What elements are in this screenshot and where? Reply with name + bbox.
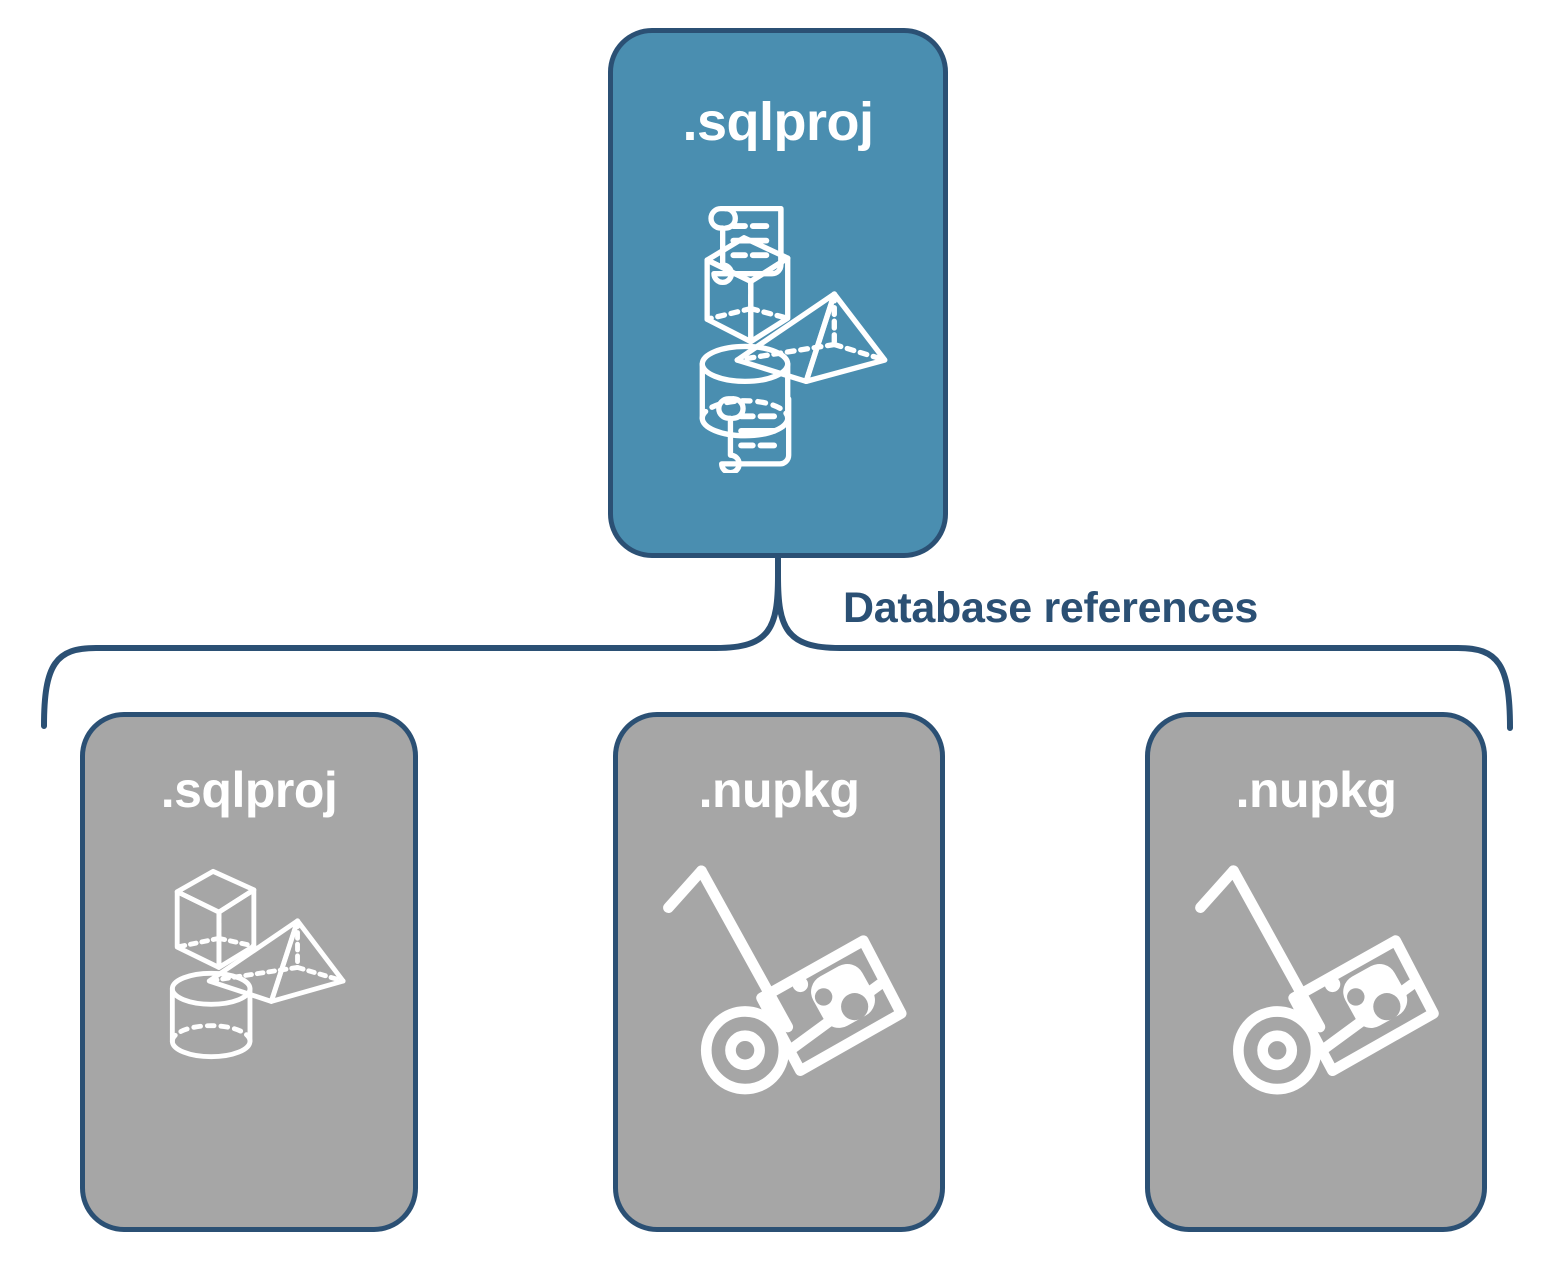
cube-icon [704,235,791,345]
node-child-nupkg-2[interactable]: .nupkg [1145,712,1487,1232]
child-0-icon-group [169,868,346,1060]
node-child-2-label: .nupkg [1235,762,1397,818]
package-glyph-holes [814,988,869,1021]
cylinder-icon [169,970,253,1060]
node-root-sqlproj[interactable]: .sqlproj [608,28,948,558]
root-node-icon-group [699,205,888,473]
node-child-0-label: .sqlproj [160,762,338,818]
pyramid-icon [206,918,346,1004]
scroll-icon [708,205,784,286]
node-child-sqlproj[interactable]: .sqlproj [80,712,418,1232]
cylinder-icon [699,343,791,439]
child-2-icon-group [1195,865,1439,1095]
connector-label: Database references [843,584,1258,632]
scroll-icon-2 [716,396,792,473]
pyramid-icon [734,291,888,385]
package-glyph-holes [1347,988,1401,1021]
node-root-label: .sqlproj [682,92,874,152]
node-child-1-label: .nupkg [698,762,860,818]
child-1-icon-group [663,865,907,1095]
cube-icon [174,868,257,970]
node-child-nupkg-1[interactable]: .nupkg [613,712,945,1232]
